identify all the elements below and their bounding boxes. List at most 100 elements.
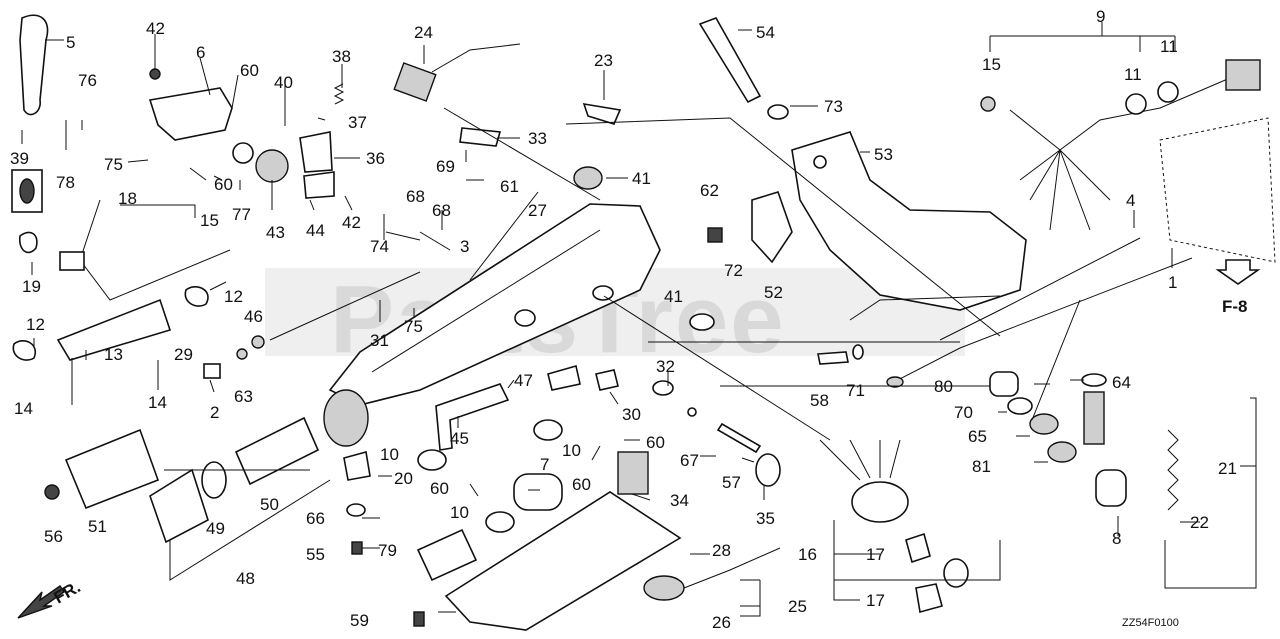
part-67-washer[interactable]: [687, 407, 697, 417]
callout-67[interactable]: 67: [680, 451, 699, 470]
callout-72[interactable]: 72: [724, 261, 743, 280]
callout-77[interactable]: 77: [232, 205, 251, 224]
callout-15[interactable]: 15: [200, 211, 219, 230]
part-22-lanyard[interactable]: [1167, 429, 1179, 511]
part-15-cap[interactable]: [980, 96, 996, 112]
part-66-washer[interactable]: [346, 503, 366, 517]
callout-79[interactable]: 79: [378, 541, 397, 560]
part-20-bracket[interactable]: [343, 450, 371, 481]
callout-56[interactable]: 56: [44, 527, 63, 546]
callout-21[interactable]: 21: [1218, 459, 1237, 478]
callout-60[interactable]: 60: [240, 61, 259, 80]
callout-57[interactable]: 57: [722, 473, 741, 492]
callout-59[interactable]: 59: [350, 611, 369, 630]
part-43-gear[interactable]: [255, 149, 289, 183]
callout-12[interactable]: 12: [26, 315, 45, 334]
part-2-pin[interactable]: [203, 363, 221, 379]
callout-17[interactable]: 17: [866, 545, 885, 564]
callout-28[interactable]: 28: [712, 541, 731, 560]
part-24-switch[interactable]: [393, 62, 437, 102]
callout-58[interactable]: 58: [810, 391, 829, 410]
callout-40[interactable]: 40: [274, 73, 293, 92]
callout-81[interactable]: 81: [972, 457, 991, 476]
part-72-washer[interactable]: [689, 313, 715, 331]
part-34-clip[interactable]: [617, 451, 649, 495]
callout-37[interactable]: 37: [348, 113, 367, 132]
part-56-screw[interactable]: [44, 484, 60, 500]
part-62-bolt[interactable]: [707, 227, 723, 243]
callout-53[interactable]: 53: [874, 145, 893, 164]
callout-24[interactable]: 24: [414, 23, 433, 42]
callout-73[interactable]: 73: [824, 97, 843, 116]
part-44-plate[interactable]: [303, 171, 335, 199]
part-32-washer[interactable]: [652, 380, 674, 396]
callout-76[interactable]: 76: [78, 71, 97, 90]
callout-18[interactable]: 18: [118, 189, 137, 208]
callout-5[interactable]: 5: [66, 33, 75, 52]
callout-75[interactable]: 75: [104, 155, 123, 174]
callout-38[interactable]: 38: [332, 47, 351, 66]
part-81-nut[interactable]: [1047, 441, 1077, 463]
callout-23[interactable]: 23: [594, 51, 613, 70]
part-45-bracket[interactable]: [435, 383, 510, 451]
callout-11[interactable]: 11: [1160, 37, 1178, 56]
callout-6[interactable]: 6: [196, 43, 205, 62]
part-31-rod[interactable]: [269, 271, 421, 341]
callout-80[interactable]: 80: [934, 377, 953, 396]
callout-9[interactable]: 9: [1096, 7, 1105, 26]
callout-14[interactable]: 14: [148, 393, 167, 412]
callout-25[interactable]: 25: [788, 597, 807, 616]
callout-41[interactable]: 41: [664, 287, 683, 306]
callout-41[interactable]: 41: [632, 169, 651, 188]
callout-54[interactable]: 54: [756, 23, 775, 42]
callout-63[interactable]: 63: [234, 387, 253, 406]
callout-48[interactable]: 48: [236, 569, 255, 588]
part-41-bushing[interactable]: [573, 166, 603, 190]
callout-52[interactable]: 52: [764, 283, 783, 302]
part-55-bolt[interactable]: [351, 541, 363, 555]
part-6-lever-bracket[interactable]: [148, 87, 233, 141]
callout-4[interactable]: 4: [1126, 191, 1135, 210]
part-28-lower-cover[interactable]: [444, 491, 682, 631]
callout-47[interactable]: 47: [514, 371, 533, 390]
callout-60[interactable]: 60: [646, 433, 665, 452]
part-54-bolt[interactable]: [698, 17, 762, 104]
callout-35[interactable]: 35: [756, 509, 775, 528]
callout-19[interactable]: 19: [22, 277, 41, 296]
part-12-clamp-b[interactable]: [12, 340, 37, 361]
callout-22[interactable]: 22: [1190, 513, 1209, 532]
callout-27[interactable]: 27: [528, 201, 547, 220]
part-79-sleeve[interactable]: [416, 528, 478, 582]
callout-62[interactable]: 62: [700, 181, 719, 200]
callout-49[interactable]: 49: [206, 519, 225, 538]
callout-43[interactable]: 43: [266, 223, 285, 242]
part-63-nut[interactable]: [236, 348, 248, 360]
part-42-screw[interactable]: [149, 68, 161, 80]
part-19-clamp[interactable]: [18, 231, 38, 254]
part-47-bracket[interactable]: [547, 364, 581, 391]
part-25-wire[interactable]: [683, 547, 781, 589]
callout-45[interactable]: 45: [450, 429, 469, 448]
part-18-wiring[interactable]: [79, 199, 231, 301]
callout-78[interactable]: 78: [56, 173, 75, 192]
part-70-washer[interactable]: [1007, 397, 1033, 415]
callout-26[interactable]: 26: [712, 613, 731, 632]
callout-69[interactable]: 69: [436, 157, 455, 176]
callout-46[interactable]: 46: [244, 307, 263, 326]
callout-11[interactable]: 11: [1124, 65, 1142, 84]
part-11-clamp-a[interactable]: [1125, 93, 1147, 115]
part-13-stay[interactable]: [56, 298, 172, 361]
part-57-bolt[interactable]: [716, 422, 762, 454]
part-71-washer[interactable]: [852, 344, 864, 360]
part-27-tiller-arm[interactable]: [328, 203, 661, 406]
callout-60[interactable]: 60: [572, 475, 591, 494]
part-11-clamp-b[interactable]: [1157, 81, 1179, 103]
callout-16[interactable]: 16: [798, 545, 817, 564]
part-50-pipe[interactable]: [234, 416, 320, 486]
callout-13[interactable]: 13: [104, 345, 123, 364]
part-39-grommet[interactable]: [19, 178, 35, 204]
callout-15[interactable]: 15: [982, 55, 1001, 74]
part-17-ring[interactable]: [943, 558, 969, 588]
callout-55[interactable]: 55: [306, 545, 325, 564]
callout-66[interactable]: 66: [306, 509, 325, 528]
